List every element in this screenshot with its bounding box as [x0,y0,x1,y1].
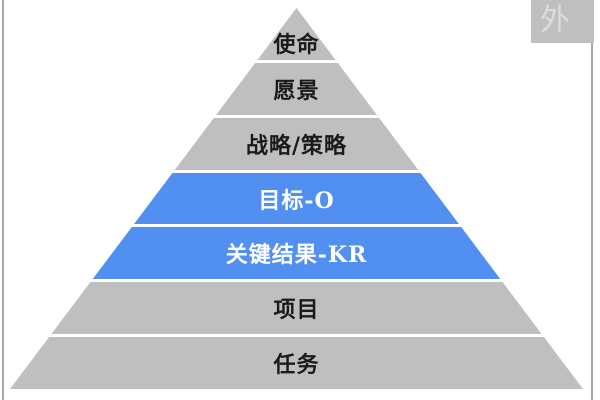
pyramid-level-label: 项目 [273,297,320,324]
pyramid-level-label: 关键结果-KR [225,242,368,269]
corner-tag: 外 [531,0,594,43]
pyramid-level-label: 愿景 [273,77,320,104]
pyramid-level: 关键结果-KR [10,227,583,280]
pyramid-level: 项目 [10,282,583,335]
page-left-border [2,0,4,400]
pyramid-level-label: 战略/策略 [245,132,348,159]
pyramid-level-label: 目标-O [258,187,335,214]
corner-tag-label: 外 [540,3,570,38]
pyramid-level: 愿景 [10,62,583,115]
pyramid-level-label: 使命 [273,31,320,58]
pyramid-level: 目标-O [10,172,583,225]
pyramid-level-label: 任务 [273,352,320,379]
pyramid-level: 任务 [10,337,583,389]
page-right-border [591,0,593,400]
pyramid-level: 使命 [10,8,583,60]
okr-pyramid: 使命愿景战略/策略目标-O 关键结果-KR 项目任务 [10,8,583,389]
pyramid-level: 战略/策略 [10,117,583,170]
